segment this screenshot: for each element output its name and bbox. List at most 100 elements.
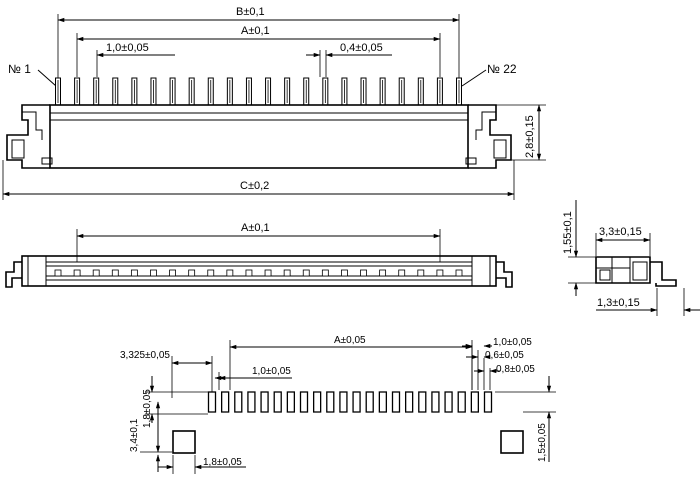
footprint-view: 3,325±0,05 A±0,05 1,0±0,05 1,0±0,05 0,6±… [120, 335, 556, 474]
dim-c-label: C±0,2 [240, 180, 269, 192]
contact [73, 269, 81, 277]
pin [245, 77, 252, 106]
footprint-pad [457, 391, 466, 413]
fp-dim-a-label: A±0,05 [334, 335, 366, 346]
footprint-pad [444, 391, 453, 413]
contact [226, 269, 234, 277]
dim-a-label: A±0,1 [241, 25, 270, 37]
fp-dim-pad-height-label: 1,8±0,05 [142, 389, 153, 428]
dim-b-label: B±0,1 [236, 6, 265, 18]
contact [92, 269, 100, 277]
footprint-pads [207, 391, 493, 413]
contact [417, 269, 425, 277]
footprint-pad [378, 391, 388, 413]
footprint-pad [339, 391, 348, 413]
side-dim-lead-label: 1,3±0,15 [597, 297, 640, 309]
pin [226, 77, 233, 106]
contact [188, 269, 196, 277]
contact [130, 269, 138, 277]
pin [188, 77, 195, 106]
top-view: B±0,1 A±0,1 1,0±0,05 0,4±0,05 № 1 № 22 [2, 6, 546, 200]
pin [265, 77, 272, 106]
contact [455, 269, 463, 277]
fp-dim-mount-width-label: 1,8±0,05 [203, 457, 242, 468]
footprint-pad [312, 391, 322, 413]
pin [417, 77, 424, 106]
side-dim-depth-label: 3,3±0,15 [599, 226, 642, 238]
fp-dim-row-offset-label: 3,4±0,1 [129, 418, 140, 452]
footprint-pad [404, 391, 414, 413]
mount-pad-right [500, 430, 524, 454]
footprint-pad [365, 391, 374, 413]
footprint-pad [234, 391, 243, 413]
front-dim-a-label: A±0,1 [241, 222, 270, 234]
pin [322, 77, 329, 106]
fp-dim-mount-height-label: 1,5±0,05 [537, 423, 548, 462]
contact [436, 269, 444, 277]
pin [93, 77, 100, 106]
dim-height-label: 2,8±0,15 [524, 115, 536, 158]
contact [245, 269, 253, 277]
dim-pitch-label: 1,0±0,05 [106, 42, 149, 54]
top-pins [55, 77, 462, 106]
contact [150, 269, 157, 277]
front-body [5, 255, 513, 288]
fp-dim-pad-len-label: 0,8±0,05 [496, 364, 535, 375]
contact [111, 269, 119, 277]
pin-first-label: № 1 [8, 62, 31, 76]
front-view: A±0,1 [5, 222, 513, 288]
contact [341, 269, 348, 277]
footprint-pad [286, 391, 296, 413]
pin [398, 77, 405, 106]
footprint-pad [418, 391, 427, 413]
contact [264, 269, 272, 277]
contact [283, 269, 291, 277]
pin [303, 77, 310, 106]
pin [284, 77, 291, 106]
pin [74, 77, 81, 106]
contact [54, 269, 62, 277]
contact [207, 269, 215, 277]
pin [456, 77, 462, 106]
fp-dim-pad-width-label: 0,6±0,05 [485, 350, 524, 361]
contact [398, 269, 406, 277]
contact [302, 269, 310, 277]
top-body [6, 104, 512, 169]
footprint-pad [299, 391, 309, 413]
fp-dim-pad-pitch-label: 1,0±0,05 [493, 337, 532, 348]
footprint-pad [273, 391, 282, 413]
footprint-pad [326, 391, 335, 413]
footprint-pad [207, 391, 217, 413]
pin [150, 77, 157, 106]
footprint-pad [391, 391, 401, 413]
pin [341, 77, 348, 106]
footprint-pad [220, 391, 230, 413]
dim-pin-width-label: 0,4±0,05 [340, 42, 383, 54]
contact [169, 269, 176, 277]
pin [436, 77, 443, 106]
pin [131, 77, 138, 106]
pin [169, 77, 176, 106]
footprint-pad [260, 391, 269, 413]
contact [321, 269, 329, 277]
pin-last-label: № 22 [487, 62, 517, 76]
footprint-pad [431, 391, 440, 413]
mount-pad-left [172, 430, 196, 454]
pin [360, 77, 367, 106]
pin [55, 77, 61, 106]
side-body [595, 256, 677, 287]
pin [112, 77, 119, 106]
pin [379, 77, 386, 106]
front-contacts [54, 269, 463, 277]
fp-dim-pitch-label: 1,0±0,05 [252, 366, 291, 377]
fp-dim-edge-label: 3,325±0,05 [120, 350, 170, 361]
footprint-pad [470, 391, 480, 413]
side-dim-height-label: 1,55±0,1 [562, 211, 574, 254]
footprint-pad [483, 391, 493, 413]
side-view: 1,55±0,1 3,3±0,15 1,3±0,15 [562, 200, 700, 316]
footprint-pad [247, 391, 256, 413]
pin [207, 77, 214, 106]
contact [379, 269, 387, 277]
footprint-pad [352, 391, 361, 413]
